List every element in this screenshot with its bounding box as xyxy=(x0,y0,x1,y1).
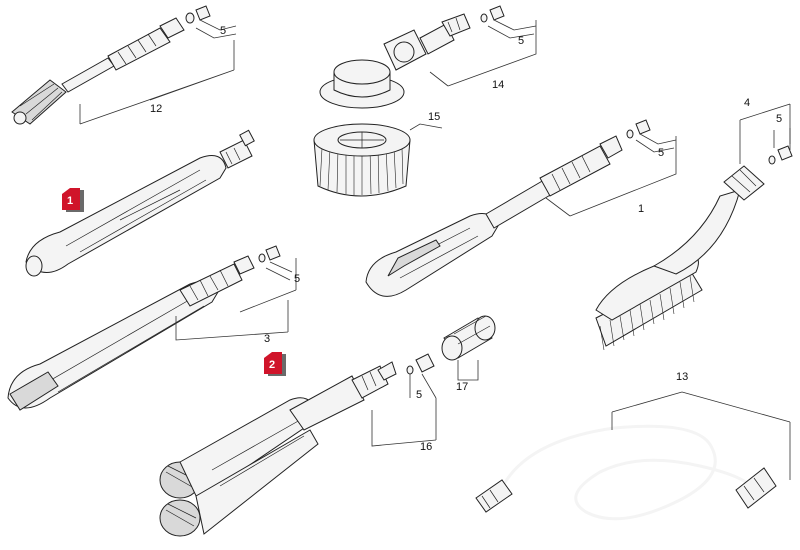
part-16-fittings xyxy=(406,353,435,375)
badge-2: 2 xyxy=(264,352,286,376)
callout-16: 16 xyxy=(420,441,432,453)
callout-5-part14: 5 xyxy=(518,35,524,47)
part-12-rotary-lance xyxy=(11,5,211,125)
callout-5-part12: 5 xyxy=(220,25,226,37)
part-4-wash-brush xyxy=(595,145,793,351)
part-15-round-brush xyxy=(313,123,411,197)
callout-1: 1 xyxy=(638,203,644,215)
badge-1: 1 xyxy=(62,188,84,212)
callout-lines-4 xyxy=(739,103,791,164)
part-16-multi-nozzle-lance xyxy=(159,361,397,537)
svg-text:2: 2 xyxy=(269,359,275,371)
part-1-wand xyxy=(365,119,651,297)
part-3-wand xyxy=(7,245,281,411)
callout-lines-1 xyxy=(545,133,677,217)
callout-4: 4 xyxy=(744,97,750,109)
callout-13: 13 xyxy=(676,371,688,383)
callout-5-part1: 5 xyxy=(658,147,664,159)
callout-14: 14 xyxy=(492,79,504,91)
callout-15: 15 xyxy=(428,111,440,123)
part-17-sleeve xyxy=(441,315,496,361)
callout-lines-3 xyxy=(175,258,297,341)
part-13-hose xyxy=(475,424,777,521)
callout-3: 3 xyxy=(264,333,270,345)
callout-lines-13 xyxy=(611,391,791,480)
callout-5-part4: 5 xyxy=(776,113,782,125)
callout-5-part3: 5 xyxy=(294,273,300,285)
callout-lines-12 xyxy=(79,19,237,125)
callout-12: 12 xyxy=(150,103,162,115)
callout-lines-16-17 xyxy=(371,360,479,447)
callout-17: 17 xyxy=(456,381,468,393)
callout-5-part16: 5 xyxy=(416,389,422,401)
part-1-variant-wand xyxy=(25,129,255,277)
svg-text:1: 1 xyxy=(67,195,73,207)
callout-lines-14-15 xyxy=(409,19,537,131)
part-14-brush-head xyxy=(319,5,505,109)
